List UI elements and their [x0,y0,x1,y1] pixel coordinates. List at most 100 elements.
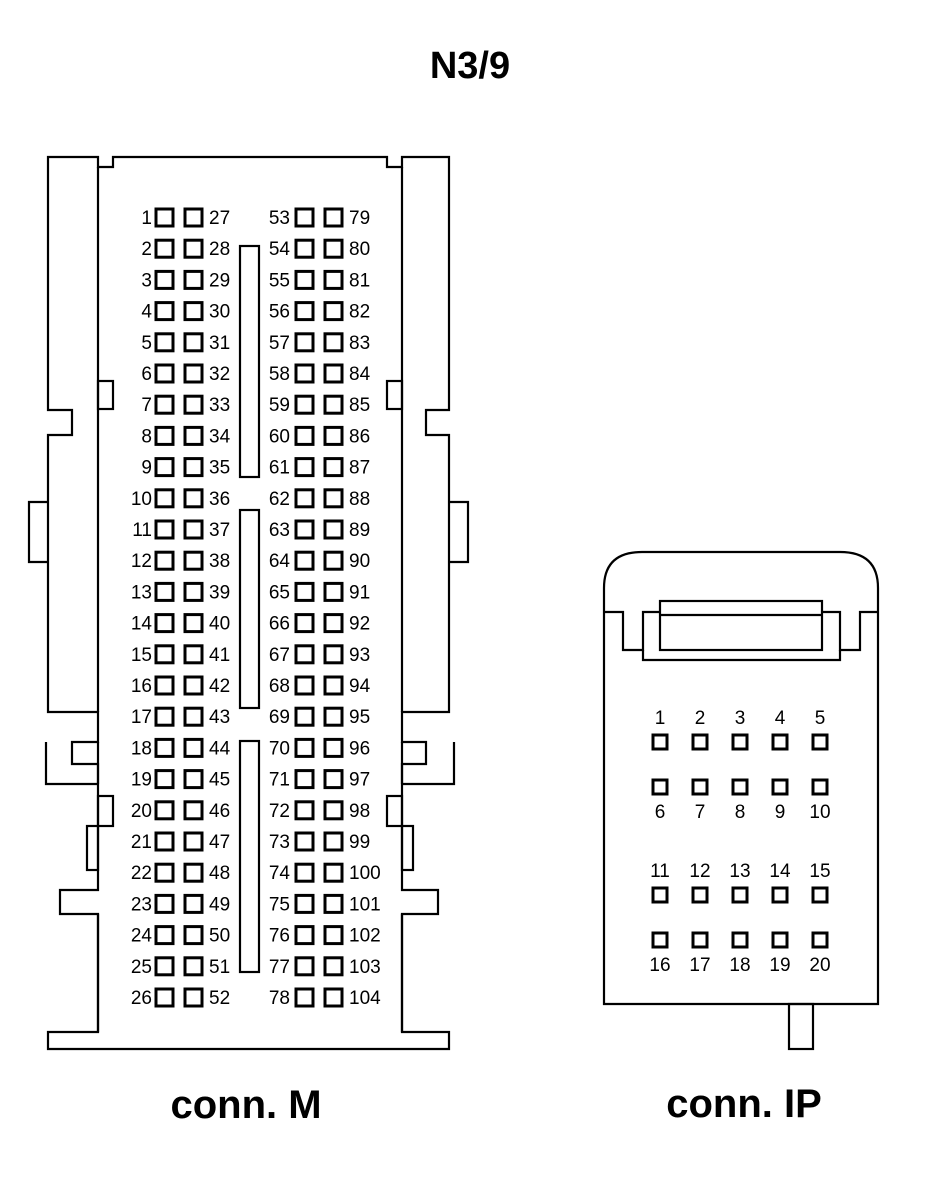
pin-cavity [183,831,204,852]
pin-cavity [294,675,315,696]
pin-cavity [183,769,204,790]
pin-cavity [183,613,204,634]
pin-label: 101 [349,894,381,915]
pin-label: 50 [209,926,230,947]
pin-label: 17 [131,707,152,728]
pin-cavity [183,519,204,540]
pin-cavity [323,550,344,571]
pin-label: 69 [269,707,290,728]
pin-cavity [154,332,175,353]
pin-cavity [183,425,204,446]
pin-label: 49 [209,894,230,915]
pin-label: 95 [349,707,370,728]
pin-label: 79 [349,208,370,229]
pin-cavity [771,886,789,904]
pin-label: 33 [209,395,230,416]
left-edge-tab [27,500,48,564]
pin-label: 65 [269,582,290,603]
pin-label: 72 [269,801,290,822]
pin-cavity [323,769,344,790]
pin-label: 91 [349,582,370,603]
pin-label: 35 [209,458,230,479]
pin-cavity [294,987,315,1008]
conn-ip-housing [602,550,880,1051]
pin-cavity [323,987,344,1008]
pin-cavity [154,269,175,290]
pin-cavity [154,363,175,384]
pin-label: 93 [349,645,370,666]
pin-label: 81 [349,270,370,291]
pin-cavity [183,987,204,1008]
pin-label: 58 [269,364,290,385]
pin-label: 71 [269,770,290,791]
pin-label: 53 [269,208,290,229]
pin-label: 54 [269,239,291,260]
pin-label: 73 [269,832,290,853]
pin-cavity [294,644,315,665]
pin-cavity [771,778,789,796]
pin-cavity [294,831,315,852]
pin-cavity [294,613,315,634]
pin-label: 88 [349,489,370,510]
conn-ip-bottom-peg [787,1002,815,1051]
pin-cavity [294,269,315,290]
pin-label: 10 [809,802,830,823]
pin-cavity [323,644,344,665]
pin-label: 14 [131,614,153,635]
side-rib-left [85,824,100,872]
pin-cavity [731,931,749,949]
pin-cavity [294,893,315,914]
pin-cavity [691,778,709,796]
pin-label: 82 [349,302,370,323]
pin-label: 26 [131,988,152,1009]
pin-label: 29 [209,270,230,291]
pin-cavity [323,956,344,977]
pin-cavity [323,238,344,259]
pin-cavity [294,488,315,509]
pin-label: 14 [769,861,791,882]
pin-label: 2 [695,708,706,729]
pin-label: 17 [689,955,710,976]
pin-label: 51 [209,957,230,978]
pin-cavity [154,207,175,228]
pin-label: 25 [131,957,152,978]
pin-cavity [294,332,315,353]
pin-cavity [651,733,669,751]
pin-cavity [183,363,204,384]
pin-cavity [294,925,315,946]
pin-label: 32 [209,364,230,385]
pin-cavity [294,706,315,727]
pin-cavity [323,862,344,883]
pin-cavity [323,675,344,696]
pin-cavity [154,831,175,852]
pin-label: 36 [209,489,230,510]
pin-label: 9 [141,458,152,479]
pin-label: 16 [649,955,670,976]
side-rib-right [400,824,415,872]
pin-cavity [323,207,344,228]
pin-label: 6 [655,802,666,823]
pin-cavity [154,238,175,259]
pin-label: 97 [349,770,370,791]
pin-cavity [294,394,315,415]
pin-label: 66 [269,614,290,635]
pin-label: 86 [349,426,370,447]
pin-cavity [323,831,344,852]
pin-label: 18 [131,738,152,759]
pin-cavity [154,987,175,1008]
pin-cavity [154,550,175,571]
pin-label: 76 [269,926,290,947]
pin-cavity [811,733,829,751]
pin-label: 52 [209,988,230,1009]
pin-cavity [154,769,175,790]
pin-label: 39 [209,582,230,603]
pin-label: 99 [349,832,370,853]
pin-cavity [323,425,344,446]
pin-cavity [183,394,204,415]
conn-m-housing [27,155,470,1051]
pin-cavity [294,519,315,540]
pin-label: 45 [209,770,230,791]
pin-cavity [154,675,175,696]
pin-cavity [294,457,315,478]
right-edge-tab [449,500,470,564]
